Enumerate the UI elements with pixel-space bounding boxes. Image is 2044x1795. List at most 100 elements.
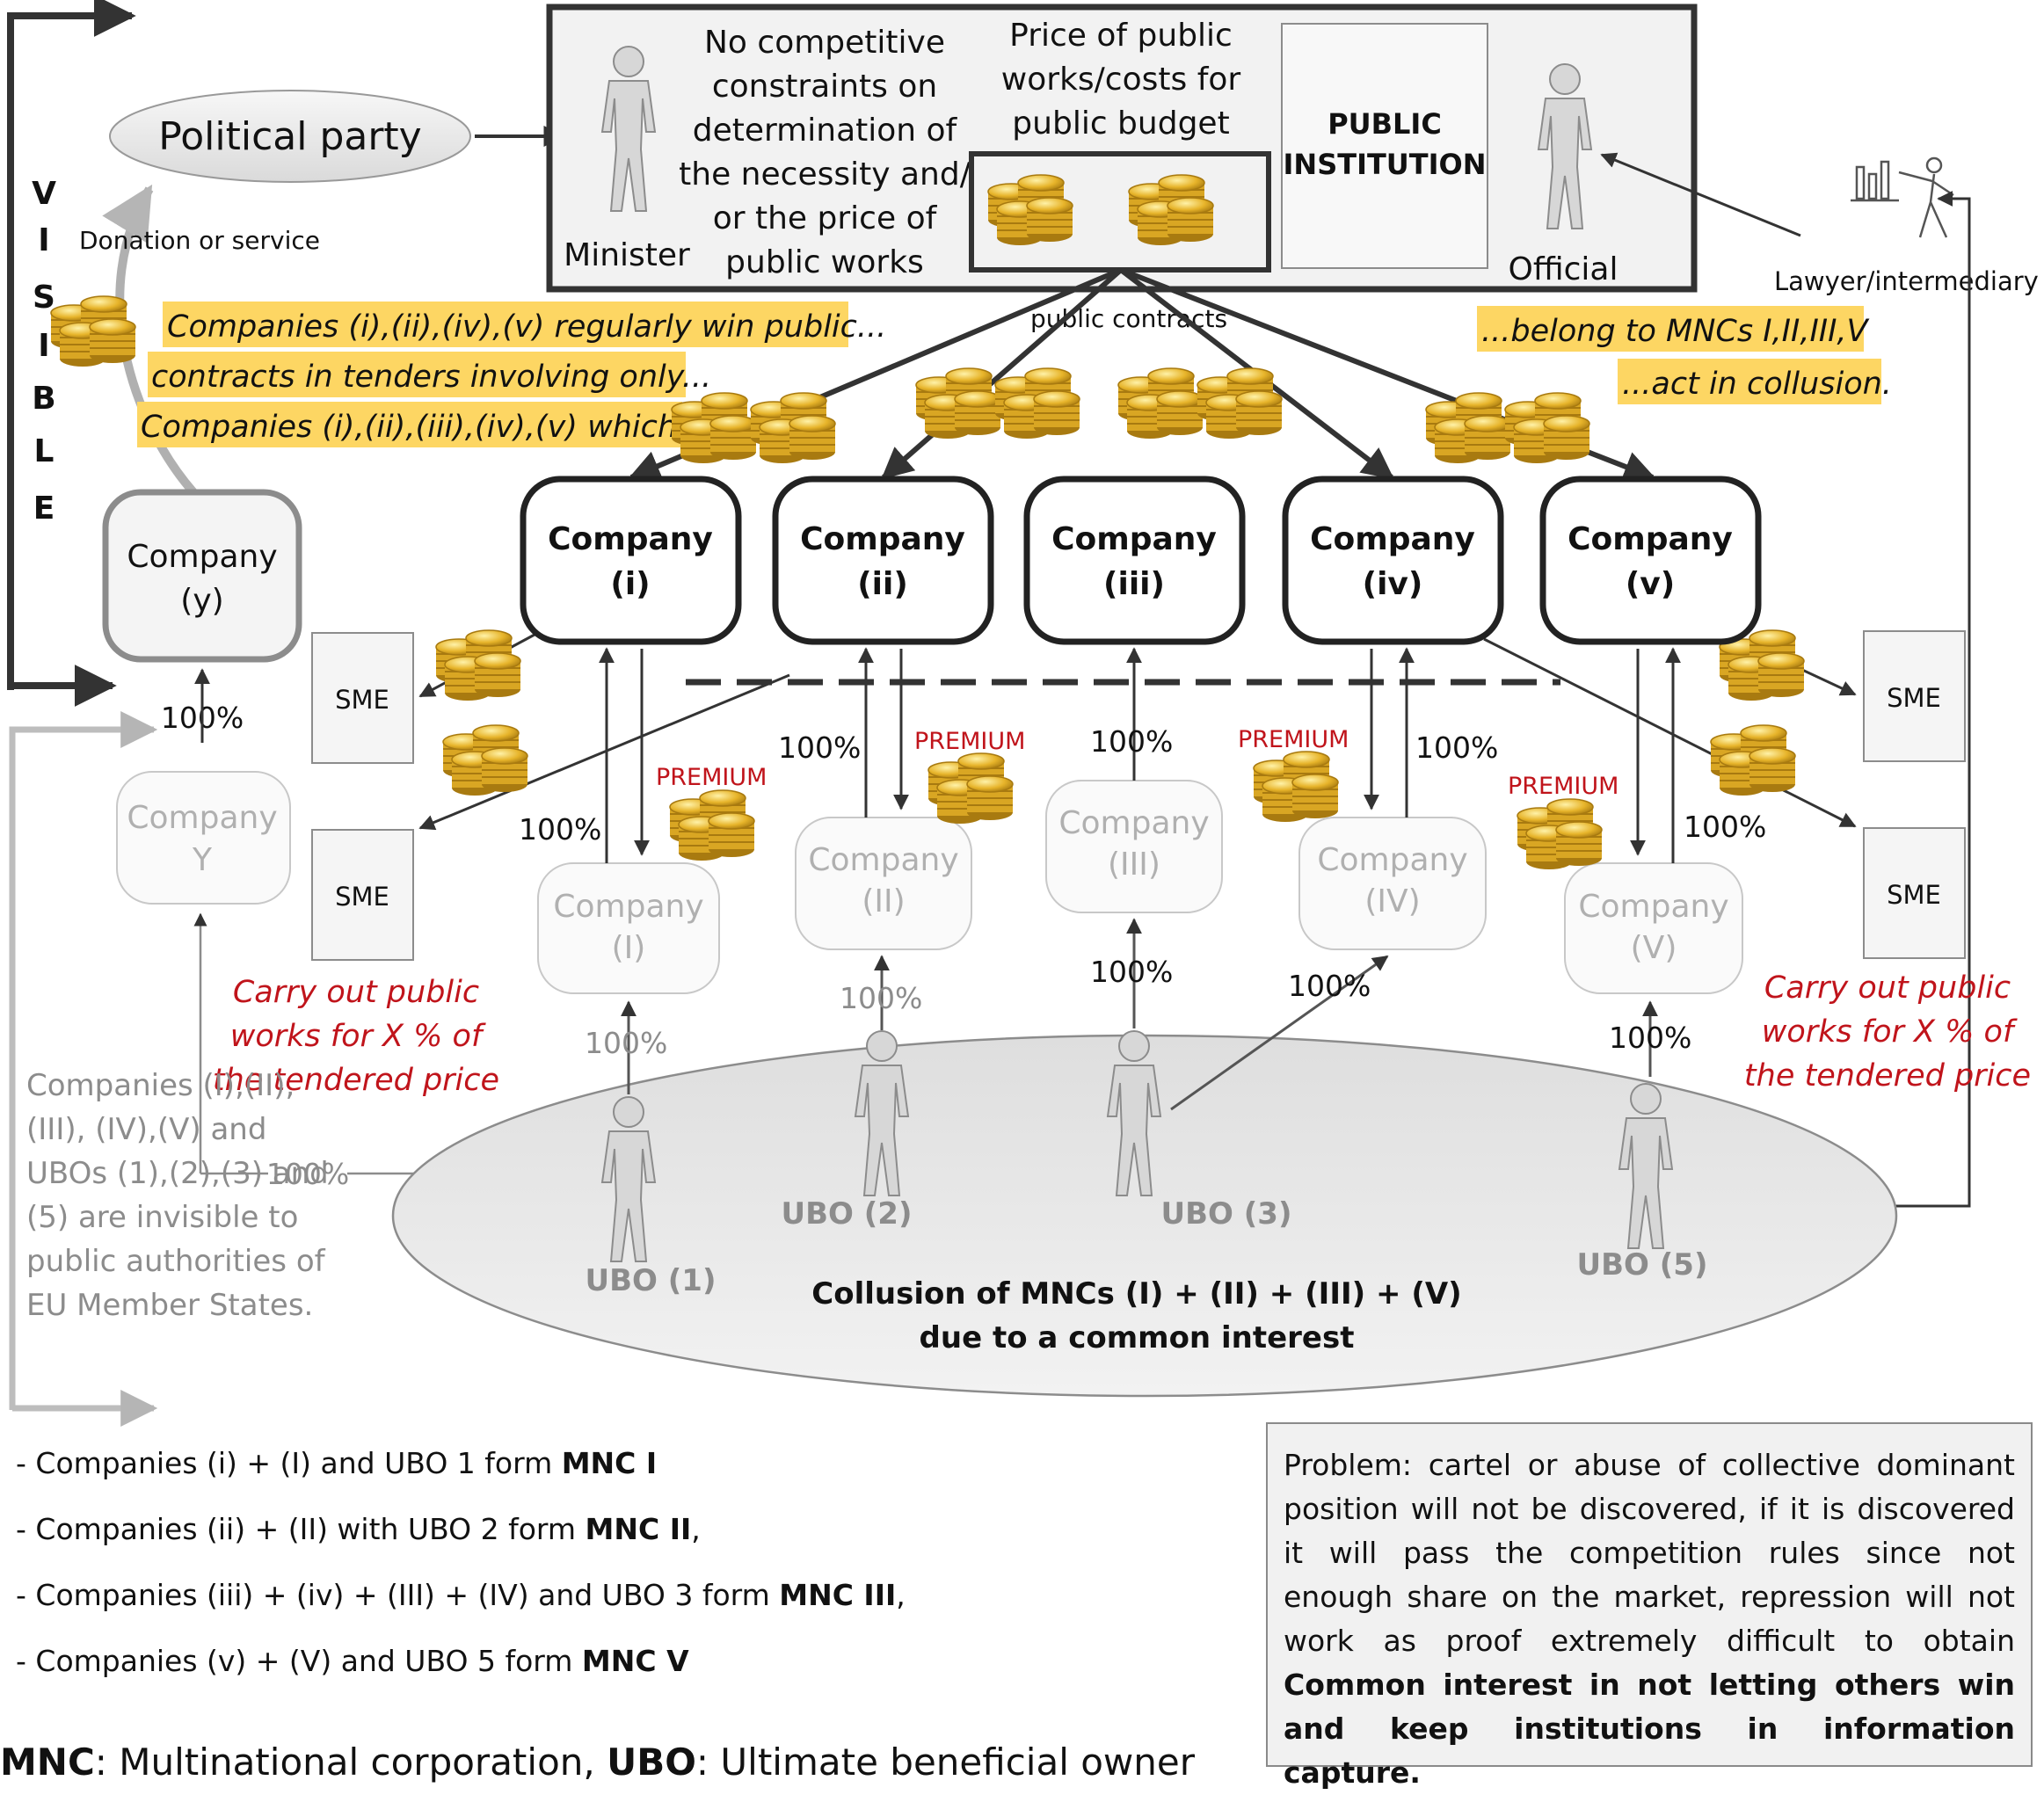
svg-text:PREMIUM: PREMIUM (656, 764, 767, 791)
svg-text:(IV): (IV) (1364, 883, 1420, 919)
svg-text:I: I (38, 328, 49, 364)
svg-text:100%: 100% (1090, 724, 1173, 759)
svg-text:(iii): (iii) (1103, 566, 1165, 602)
svg-text:public budget: public budget (1012, 105, 1229, 142)
problem-bold: Common interest in not letting others wi… (1284, 1668, 2015, 1790)
svg-text:SME: SME (335, 882, 389, 912)
sme-box: SME (1863, 827, 1966, 959)
price-text: Price of public works/costs for public b… (1001, 18, 1241, 142)
svg-text:S: S (33, 280, 55, 316)
legend-item: - Companies (i) + (I) and UBO 1 form MNC… (16, 1446, 658, 1480)
svg-text:due to a common interest: due to a common interest (920, 1320, 1355, 1355)
coins-icon (670, 790, 754, 861)
lawyer-label: Lawyer/intermediary (1774, 266, 2039, 296)
coins-icon (1517, 799, 1602, 869)
svg-text:B: B (32, 381, 55, 417)
coins-icon (1505, 393, 1589, 463)
svg-text:(ii): (ii) (857, 566, 908, 602)
svg-text:Companies (i),(ii),(iii),(iv),: Companies (i),(ii),(iii),(iv),(v) which.… (141, 410, 706, 445)
political-party-node (109, 90, 471, 183)
svg-text:PREMIUM: PREMIUM (914, 728, 1025, 755)
company-Y-hidden-node (116, 771, 291, 905)
svg-text:(i): (i) (610, 566, 650, 602)
svg-text:(iv): (iv) (1363, 566, 1423, 602)
svg-text:works/costs for: works/costs for (1001, 62, 1241, 98)
svg-text:100%: 100% (1288, 969, 1371, 1003)
svg-text:Company: Company (548, 521, 713, 557)
svg-text:public works: public works (725, 244, 924, 280)
svg-text:Company: Company (1051, 521, 1217, 557)
minister-label: Minister (564, 237, 690, 273)
svg-text:(y): (y) (180, 583, 223, 619)
coins-icon (51, 296, 135, 367)
svg-text:100%: 100% (1090, 955, 1173, 989)
svg-text:...act in collusion.: ...act in collusion. (1622, 367, 1892, 402)
svg-text:Company: Company (127, 800, 277, 836)
svg-text:PREMIUM: PREMIUM (1508, 773, 1618, 800)
coins-icon (1197, 368, 1282, 439)
coins-icon (672, 393, 756, 463)
svg-text:constraints on: constraints on (712, 69, 937, 105)
problem-text: Problem: cartel or abuse of collective d… (1284, 1448, 2015, 1658)
ubo-labels: UBO (1) UBO (2) UBO (3) UBO (5) (586, 1196, 1708, 1298)
coins-icon (436, 630, 520, 701)
political-party-label: Political party (158, 114, 421, 159)
svg-text:...belong to MNCs I,II,III,V: ...belong to MNCs I,II,III,V (1481, 314, 1870, 349)
coins-icon (751, 393, 835, 463)
svg-text:Price of public: Price of public (1009, 18, 1233, 54)
svg-text:the tendered price: the tendered price (213, 1063, 499, 1098)
svg-text:determination of: determination of (693, 113, 958, 149)
svg-text:Company: Company (1058, 805, 1209, 841)
svg-text:SME: SME (1887, 880, 1941, 910)
visible-label: V I S I B L E (32, 176, 56, 527)
svg-text:UBO (5): UBO (5) (1577, 1247, 1708, 1283)
sme-box: SME (311, 829, 414, 961)
company-ii-node: Company (ii) (772, 476, 994, 645)
svg-text:(v): (v) (1626, 566, 1675, 602)
coins-icon (995, 368, 1080, 439)
svg-text:(I): (I) (612, 930, 646, 966)
donation-label: Donation or service (79, 226, 320, 255)
svg-text:100%: 100% (1609, 1021, 1691, 1055)
svg-text:Company: Company (1317, 842, 1467, 878)
premium-labels: PREMIUM PREMIUM PREMIUM PREMIUM (656, 726, 1618, 800)
svg-text:No competitive: No competitive (704, 25, 945, 61)
svg-text:Company: Company (127, 539, 277, 575)
svg-text:100%: 100% (1415, 730, 1498, 765)
svg-text:works for X % of: works for X % of (230, 1019, 486, 1054)
percent-label: 100% (266, 1157, 349, 1191)
company-iii-node: Company (iii) (1023, 476, 1246, 645)
company-III-node: Company (III) (1045, 780, 1223, 913)
svg-text:Collusion of MNCs (I) + (II) +: Collusion of MNCs (I) + (II) + (III) + (… (811, 1276, 1461, 1312)
svg-text:(II): (II) (862, 883, 905, 919)
percent-labels-upper: 100% 100% 100% 100% 100% (519, 724, 1766, 847)
company-y-node (102, 489, 302, 663)
svg-text:or the price of: or the price of (713, 200, 938, 236)
company-II-node: Company (II) (795, 817, 972, 950)
legend-item: - Companies (iii) + (iv) + (III) + (IV) … (16, 1578, 906, 1612)
svg-text:SME: SME (335, 685, 389, 715)
company-i-node: Company (i) (520, 476, 742, 645)
company-y-label: Company (y) (127, 539, 277, 619)
lawyer-icon (1851, 156, 1954, 238)
legend-item: - Companies (ii) + (II) with UBO 2 form … (16, 1512, 701, 1546)
percent-labels-lower: 100% 100% 100% 100% 100% (585, 955, 1691, 1060)
svg-text:the necessity and/: the necessity and/ (679, 156, 971, 193)
svg-text:V: V (32, 176, 56, 212)
svg-text:UBO (1): UBO (1) (586, 1263, 716, 1298)
company-Y-label: Company Y (127, 800, 277, 878)
svg-text:works for X % of: works for X % of (1762, 1014, 2018, 1050)
svg-text:Companies (i),(ii),(iv),(v) re: Companies (i),(ii),(iv),(v) regularly wi… (167, 309, 886, 345)
legend-item: - Companies (v) + (V) and UBO 5 form MNC… (16, 1644, 689, 1678)
svg-text:100%: 100% (840, 981, 922, 1015)
svg-text:Carry out public: Carry out public (1764, 970, 2011, 1006)
svg-text:I: I (38, 222, 49, 258)
coins-icon (1426, 393, 1510, 463)
svg-text:(V): (V) (1631, 930, 1677, 966)
svg-text:100%: 100% (585, 1026, 667, 1060)
carry-out-right: Carry out public works for X % of the te… (1744, 970, 2031, 1094)
svg-text:UBO (3): UBO (3) (1161, 1196, 1292, 1232)
budget-coins-icon-2 (1129, 175, 1213, 245)
coins-icon (1254, 752, 1338, 822)
